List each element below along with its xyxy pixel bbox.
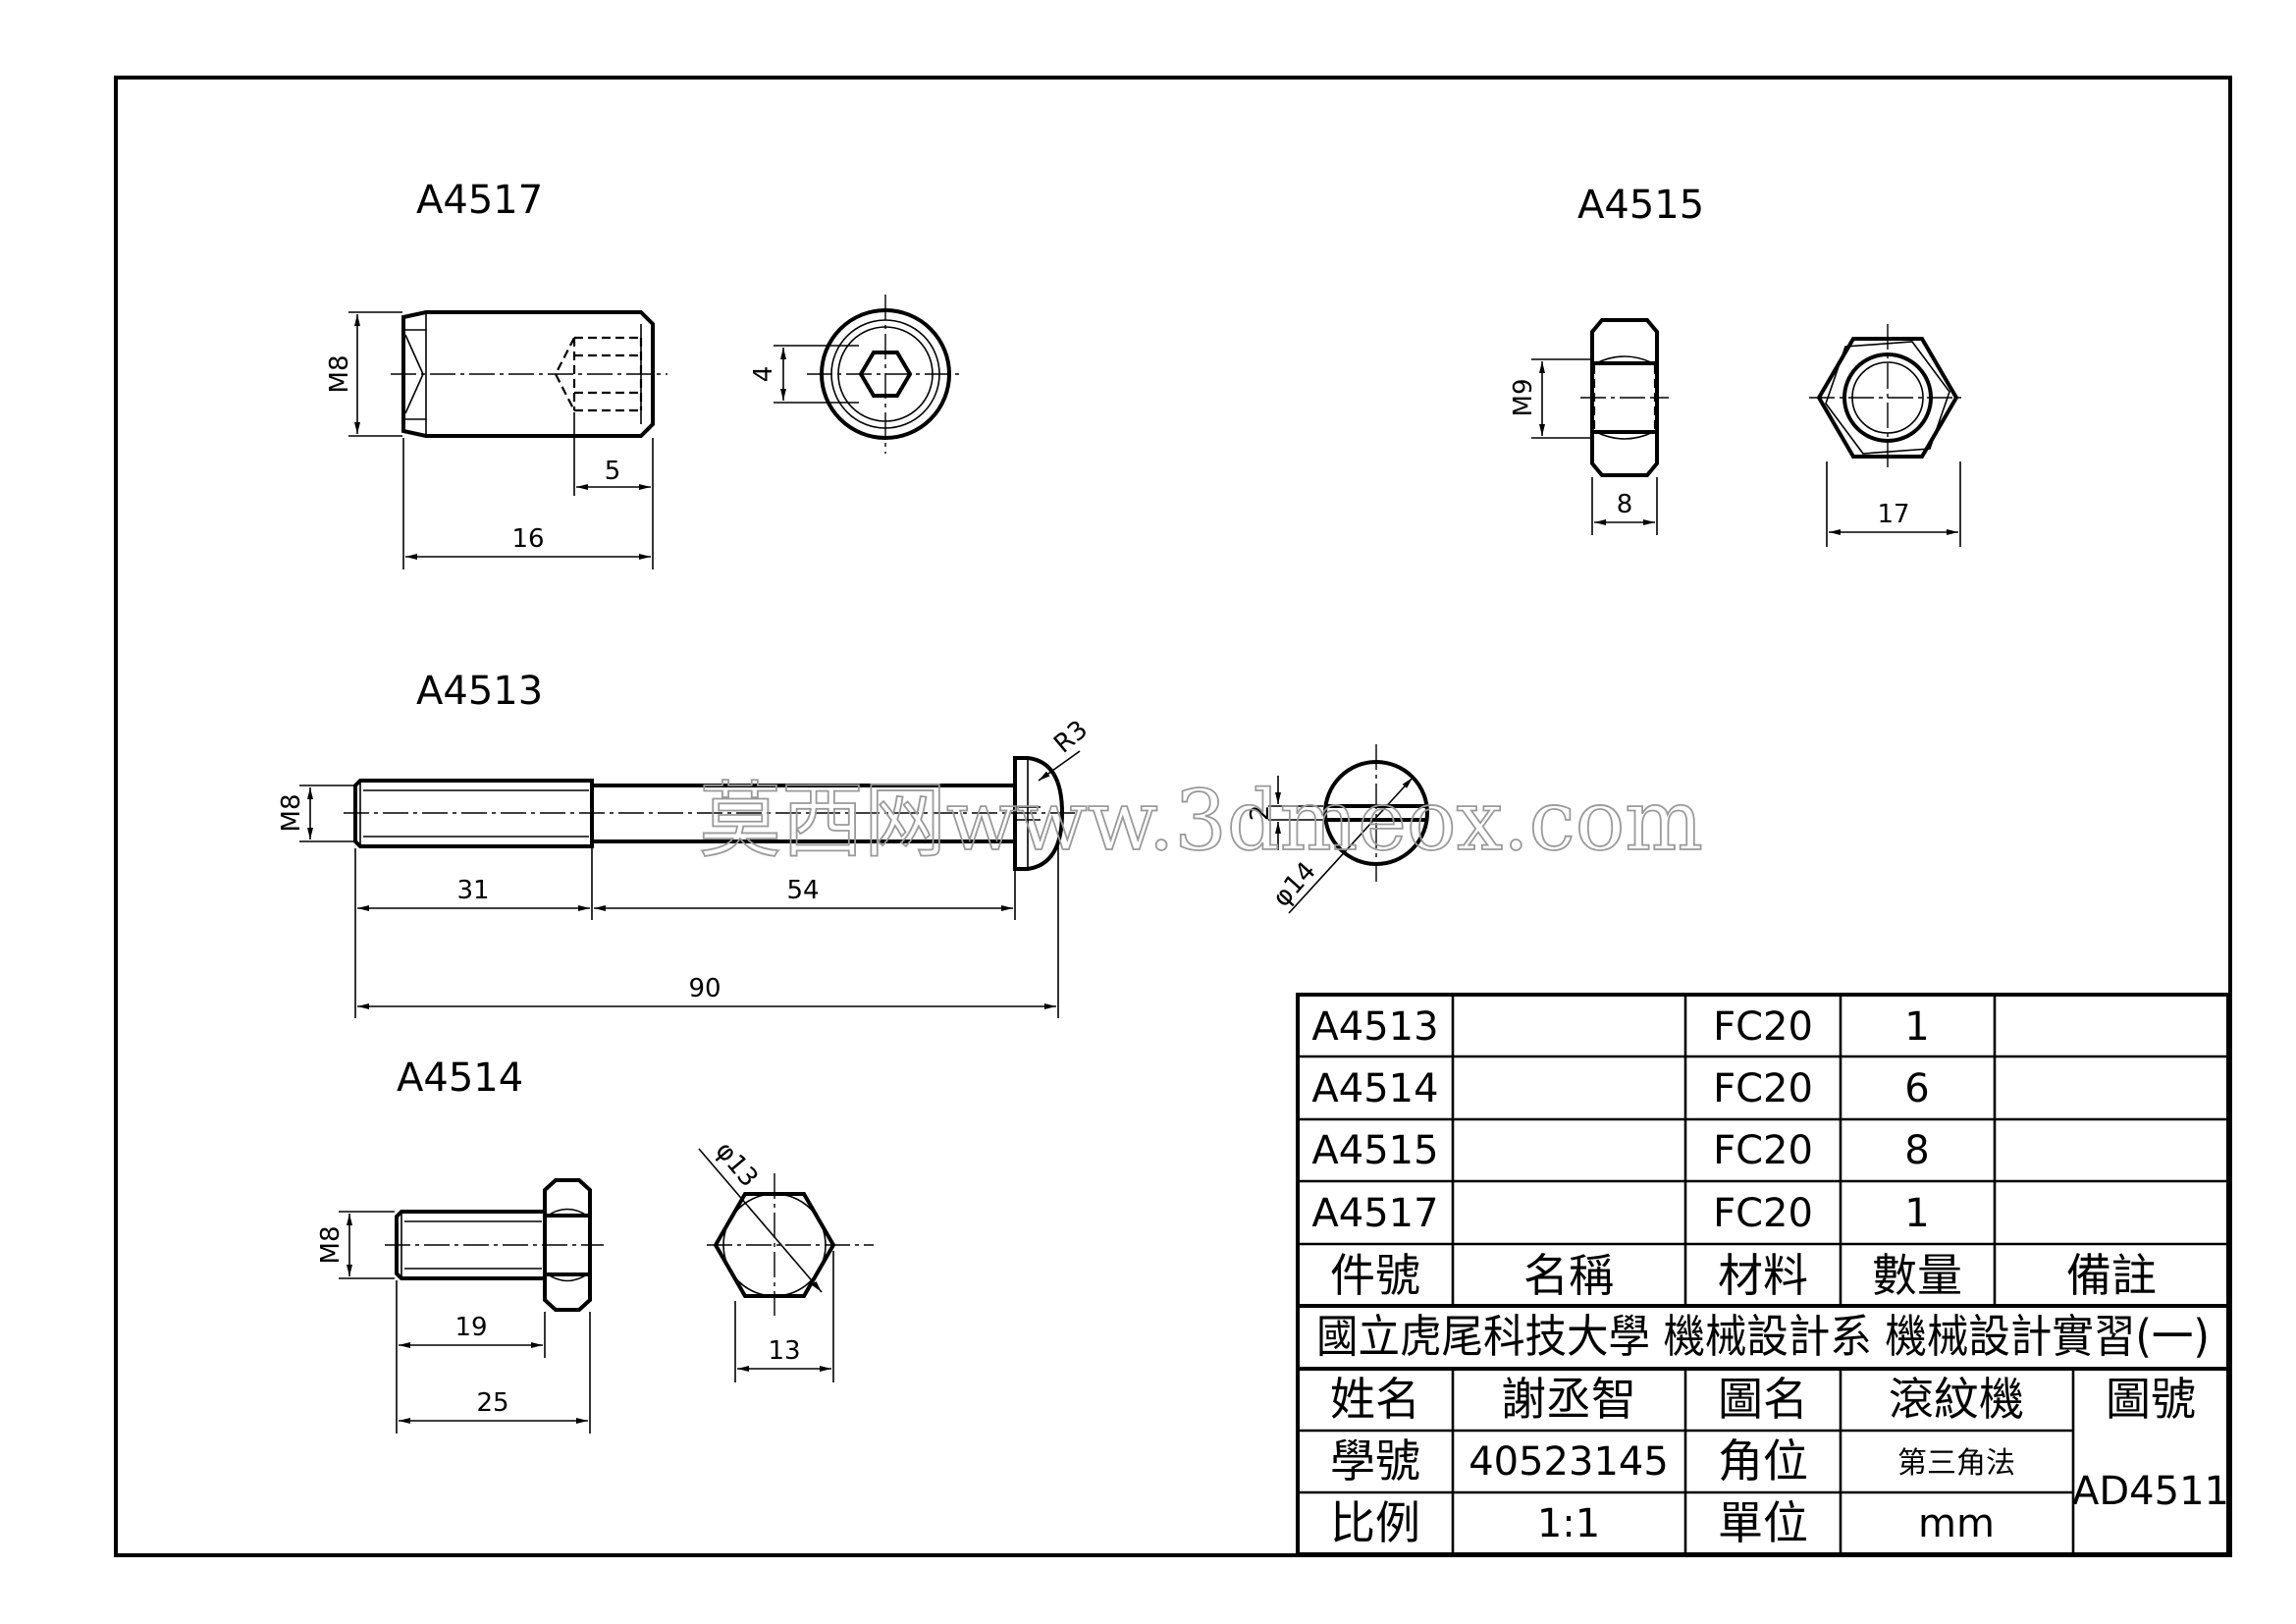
parts-cell-qty: 1 <box>1904 1004 1929 1050</box>
parts-cell-part-no: A4517 <box>1311 1191 1438 1236</box>
parts-cell-part-no: A4513 <box>1311 1004 1438 1050</box>
parts-list: A4513 FC20 1 A4514 FC20 6 A4515 FC20 8 <box>1311 1004 2157 1302</box>
unit-label: 單位 <box>1718 1496 1808 1549</box>
angle-value: 第三角法 <box>1897 1446 2015 1481</box>
parts-cell-part-no: A4515 <box>1311 1128 1438 1173</box>
name-value: 謝丞智 <box>1501 1373 1636 1426</box>
parts-cell-qty: 6 <box>1904 1066 1929 1111</box>
a4513-dimensions: M8 31 54 90 <box>277 785 1059 1018</box>
parts-row: A4517 FC20 1 <box>1311 1191 1929 1236</box>
unit-value: mm <box>1918 1501 1995 1546</box>
dim-a4517-hex: 4 <box>749 366 778 383</box>
dim-a4513-thread-length: 31 <box>456 876 489 905</box>
angle-label: 角位 <box>1718 1435 1808 1488</box>
part-label-a4514: A4514 <box>397 1056 523 1101</box>
title-block: A4513 FC20 1 A4514 FC20 6 A4515 FC20 8 <box>1296 993 2230 1556</box>
parts-header-part-no: 件號 <box>1330 1249 1420 1302</box>
scale-value: 1:1 <box>1537 1501 1600 1546</box>
parts-header-qty: 數量 <box>1872 1249 1962 1302</box>
parts-row: A4513 FC20 1 <box>1311 1004 1929 1050</box>
drawing-name-label: 圖名 <box>1718 1373 1808 1426</box>
parts-header-material: 材料 <box>1718 1249 1808 1302</box>
drawing-no-label: 圖號 <box>2106 1373 2196 1426</box>
dim-a4517-thread: M8 <box>325 355 354 394</box>
a4517-front-view <box>391 310 667 438</box>
dim-a4513-slot: 2 <box>1246 805 1275 822</box>
parts-cell-part-no: A4514 <box>1311 1066 1438 1111</box>
dim-a4514-thread: M8 <box>316 1226 346 1265</box>
drawing-name-value: 滾紋機 <box>1889 1373 2024 1426</box>
dim-a4513-radius: R3 <box>1048 715 1094 759</box>
drawing-no-value: AD4511 <box>2072 1469 2229 1514</box>
part-a4514: A4514 M8 19 25 <box>316 1056 874 1434</box>
dim-a4513-shank-length: 54 <box>786 876 819 905</box>
a4517-end-view: 4 <box>749 295 964 454</box>
parts-cell-qty: 1 <box>1904 1191 1929 1236</box>
parts-cell-material: FC20 <box>1713 1004 1813 1050</box>
watermark: 莫西网www.3dmeox.com <box>699 773 1703 869</box>
dim-a4514-corners: φ13 <box>710 1136 764 1193</box>
parts-cell-material: FC20 <box>1713 1191 1813 1236</box>
dim-a4514-thread-length: 19 <box>454 1313 487 1342</box>
parts-row: A4514 FC20 6 <box>1311 1066 1929 1111</box>
a4514-end-view: φ13 13 <box>698 1136 874 1382</box>
dim-a4515-thread: M9 <box>1509 379 1538 417</box>
dim-a4513-total-length: 90 <box>688 974 721 1003</box>
dim-a4517-depth: 5 <box>605 457 621 486</box>
parts-header-row: 件號 名稱 材料 數量 備註 <box>1330 1249 2157 1302</box>
name-label: 姓名 <box>1330 1373 1420 1426</box>
dim-a4514-total-length: 25 <box>476 1388 508 1418</box>
a4514-side-view: M8 19 25 <box>316 1178 604 1434</box>
dim-a4515-flats: 17 <box>1877 500 1909 529</box>
student-no-label: 學號 <box>1330 1435 1420 1488</box>
part-a4517: A4517 M8 5 <box>325 178 964 569</box>
a4515-side-view: M9 8 <box>1509 318 1669 535</box>
scale-label: 比例 <box>1330 1496 1420 1549</box>
sheet-border <box>114 76 2232 1557</box>
school-title: 國立虎尾科技大學 機械設計系 機械設計實習(一) <box>1316 1310 2210 1363</box>
part-a4515: A4515 M9 8 <box>1509 183 1966 547</box>
dim-a4514-flats: 13 <box>768 1336 800 1366</box>
dim-a4515-thickness: 8 <box>1617 490 1633 519</box>
part-a4513: A4513 R3 M8 <box>277 669 1429 1018</box>
parts-header-remarks: 備註 <box>2066 1249 2157 1302</box>
part-label-a4515: A4515 <box>1577 183 1704 228</box>
dim-a4513-thread: M8 <box>277 794 306 833</box>
parts-cell-material: FC20 <box>1713 1066 1813 1111</box>
dim-a4517-length: 16 <box>511 524 544 554</box>
parts-header-name: 名稱 <box>1523 1249 1614 1302</box>
a4517-dimensions: M8 5 16 <box>325 311 654 569</box>
parts-cell-qty: 8 <box>1904 1128 1929 1173</box>
part-label-a4517: A4517 <box>416 178 543 223</box>
part-label-a4513: A4513 <box>416 669 543 714</box>
parts-cell-material: FC20 <box>1713 1128 1813 1173</box>
parts-row: A4515 FC20 8 <box>1311 1128 1929 1173</box>
a4515-front-view: 17 <box>1809 324 1966 547</box>
student-no-value: 40523145 <box>1468 1439 1669 1485</box>
